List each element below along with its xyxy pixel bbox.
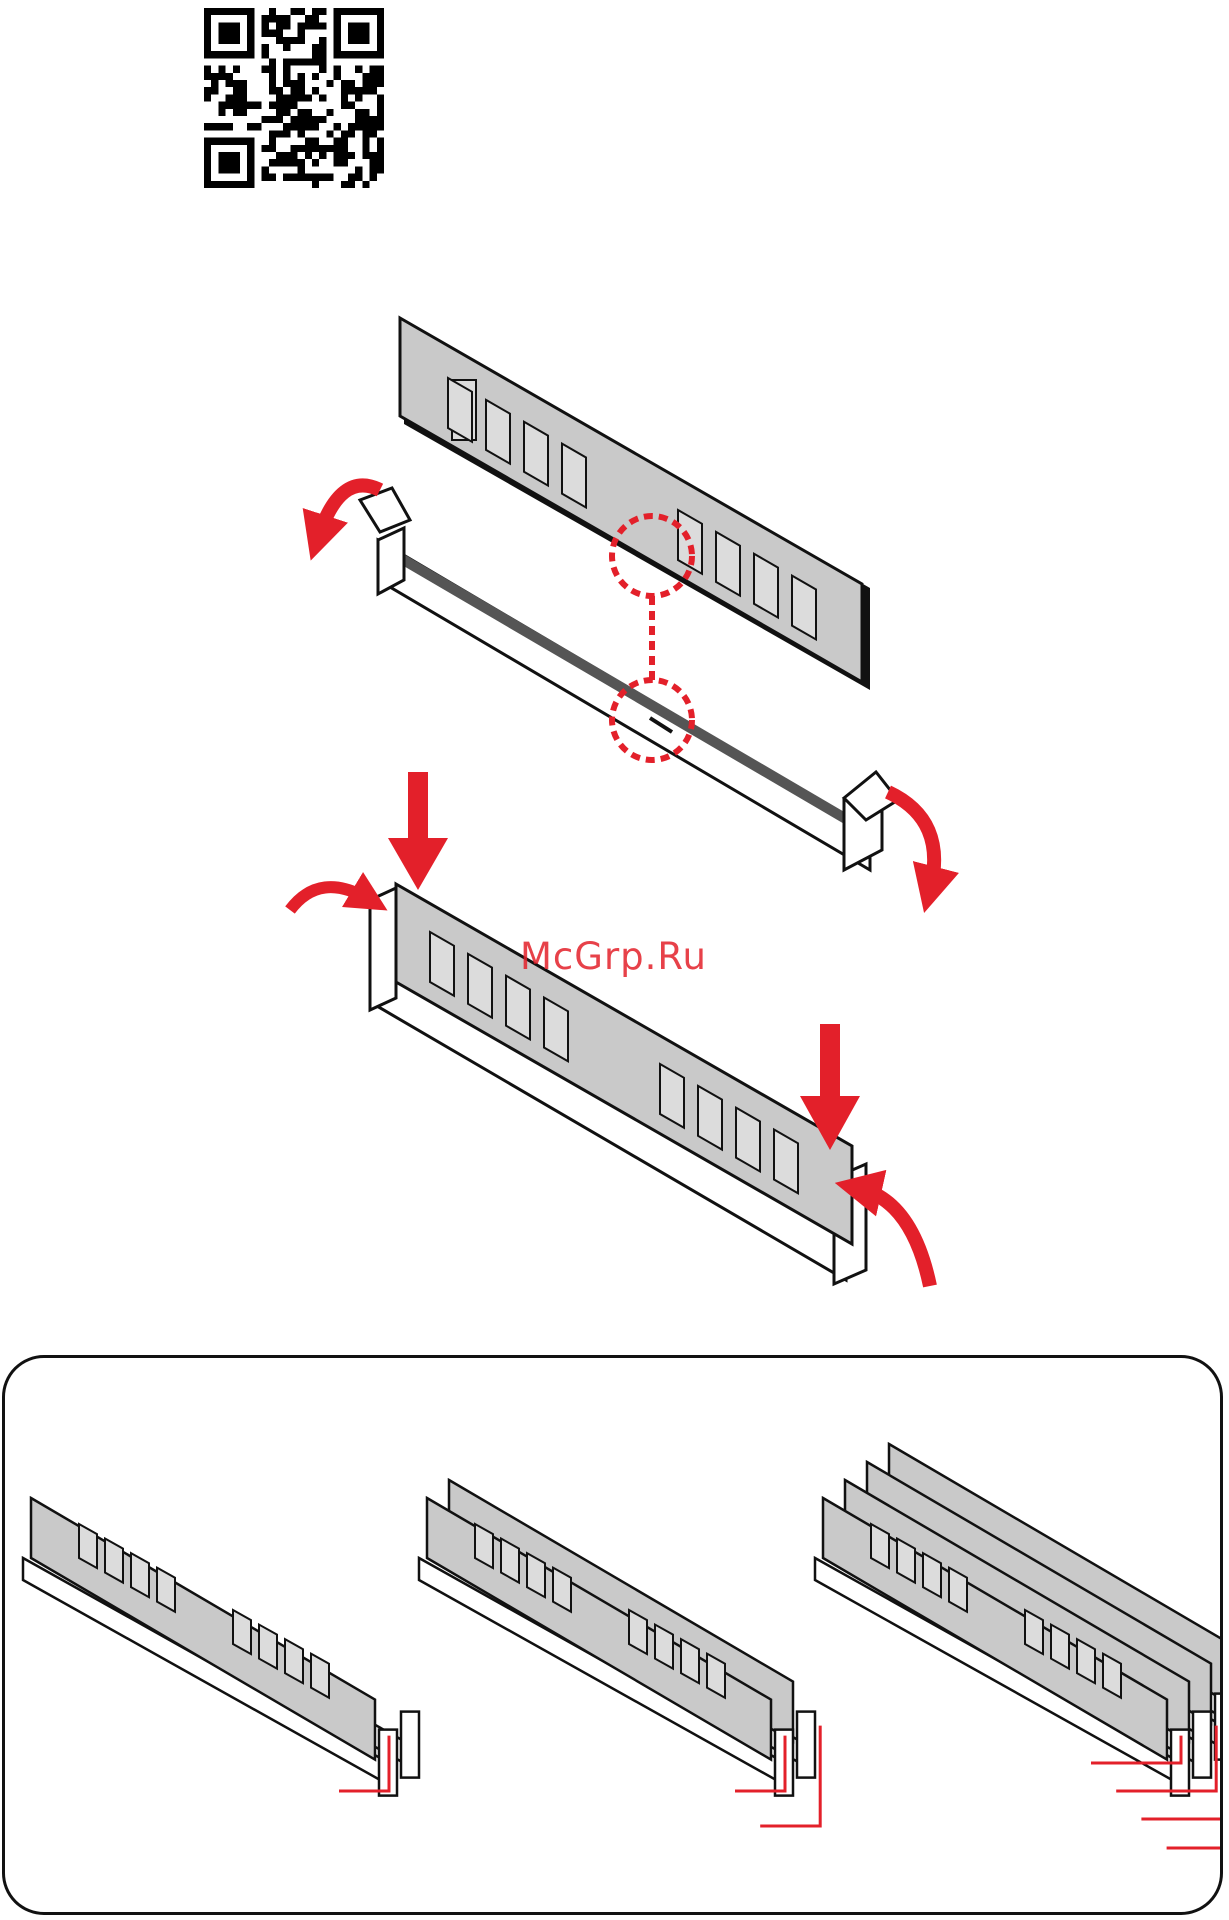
memory-configuration-1 — [23, 1498, 419, 1796]
memory-configurations-illustration — [5, 1358, 1223, 1915]
memory-configuration-2 — [419, 1480, 820, 1826]
latch-close-arrow-left — [290, 887, 370, 910]
qr-code-icon — [204, 8, 384, 188]
press-down-arrow-left — [388, 772, 448, 890]
watermark: McGrp.Ru — [520, 935, 707, 978]
latch-close-arrow-right — [858, 1188, 930, 1286]
dimm-installation-diagram — [0, 280, 1229, 1320]
memory-configuration-3 — [815, 1444, 1223, 1848]
latch-open-arrow-right — [888, 792, 934, 890]
memory-configuration-panel — [2, 1355, 1223, 1915]
